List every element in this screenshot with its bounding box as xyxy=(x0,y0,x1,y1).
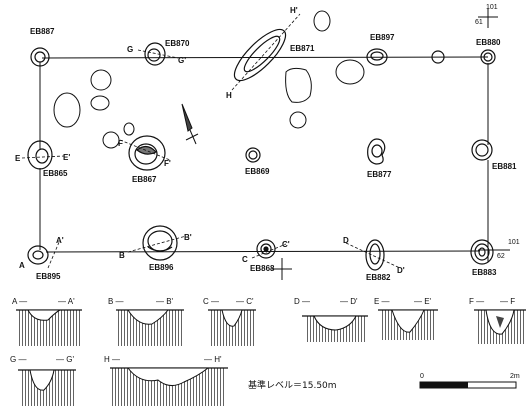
scale-end: 2m xyxy=(510,373,520,380)
pit-eb871 xyxy=(233,28,287,82)
section-d-end: — D' xyxy=(340,297,358,306)
pit-eb870 xyxy=(144,42,166,66)
label-eb897: EB897 xyxy=(370,33,395,42)
marker-d: D xyxy=(343,236,349,245)
pit-eb895 xyxy=(27,245,49,265)
artifact-blade xyxy=(181,103,199,145)
pit-eb883 xyxy=(470,239,494,265)
cross-sections-row2: G — — G' H — — H' xyxy=(10,355,228,406)
scale-start: 0 xyxy=(420,373,424,380)
section-lines xyxy=(21,13,401,269)
section-a-label: A — xyxy=(12,297,27,306)
section-f: F — — F xyxy=(469,297,526,344)
pit-small xyxy=(431,50,445,64)
scale-bar: 0 2m xyxy=(419,373,520,389)
grid-reference-marks xyxy=(272,8,510,280)
section-e-end: — E' xyxy=(414,297,432,306)
section-b-end: — B' xyxy=(156,297,174,306)
unlabeled-pits xyxy=(53,10,365,149)
section-b-label: B — xyxy=(108,297,124,306)
grid-ref-top-row: 61 xyxy=(475,19,483,26)
label-eb887: EB887 xyxy=(30,27,55,36)
section-c-label: C — xyxy=(203,297,219,306)
pit-eb896 xyxy=(142,225,178,261)
grid-ref-top-col: 101 xyxy=(486,4,498,11)
section-d-label: D — xyxy=(294,297,310,306)
reference-level-note: 基準レベル＝15.50m xyxy=(248,379,337,391)
section-e-label: E — xyxy=(374,297,390,306)
section-g-label: G — xyxy=(10,355,26,364)
pit-eb887 xyxy=(30,47,50,67)
pits xyxy=(27,10,496,271)
pit-eb882 xyxy=(365,239,385,271)
marker-g-prime: G' xyxy=(178,56,186,65)
label-eb867: EB867 xyxy=(132,175,157,184)
marker-e-prime: E' xyxy=(63,153,70,162)
marker-b-prime: B' xyxy=(184,233,192,242)
section-a: A — — A' xyxy=(12,297,82,346)
building-outline xyxy=(39,56,489,253)
marker-c: C xyxy=(242,255,248,264)
pit-eb867 xyxy=(128,135,166,171)
grid-ref-bottom-row: 62 xyxy=(497,253,505,260)
marker-e: E xyxy=(15,154,21,163)
grid-reference-labels: 101 61 101 62 xyxy=(475,4,520,260)
pit-eb897 xyxy=(366,48,388,66)
section-g-end: — G' xyxy=(56,355,74,364)
section-a-end: — A' xyxy=(58,297,75,306)
pit-eb865 xyxy=(27,140,53,170)
section-h: H — — H' xyxy=(104,355,228,406)
label-eb865: EB865 xyxy=(43,169,68,178)
label-eb880: EB880 xyxy=(476,38,501,47)
pit-eb869 xyxy=(245,147,261,163)
marker-h: H xyxy=(226,91,232,100)
feature-labels: EB887 EB870 EB871 EB897 EB880 EB865 EB86… xyxy=(30,27,517,282)
section-h-end: — H' xyxy=(204,355,222,364)
section-f-end: — F xyxy=(500,297,515,306)
label-eb895: EB895 xyxy=(36,272,61,281)
grid-ref-bottom-col: 101 xyxy=(508,239,520,246)
section-b: B — — B' xyxy=(108,297,184,346)
cross-sections: A — — A' B — — B' C — — C' D — — D' xyxy=(12,297,526,346)
label-eb871: EB871 xyxy=(290,44,315,53)
label-eb896: EB896 xyxy=(149,263,174,272)
pit-eb881 xyxy=(471,139,493,161)
pit-eb868 xyxy=(256,239,276,259)
section-g: G — — G' xyxy=(10,355,76,406)
label-eb883: EB883 xyxy=(472,268,497,277)
label-eb868: EB868 xyxy=(250,264,275,273)
marker-h-prime: H' xyxy=(290,6,298,15)
section-markers: E E' G G' H H' F F' A A' B B' C C' D D' xyxy=(15,6,405,275)
label-eb869: EB869 xyxy=(245,167,270,176)
section-e: E — — E' xyxy=(374,297,438,340)
label-eb881: EB881 xyxy=(492,162,517,171)
marker-f-prime: F' xyxy=(164,159,171,168)
section-c: C — — C' xyxy=(203,297,256,346)
section-f-label: F — xyxy=(469,297,484,306)
marker-g: G xyxy=(127,45,133,54)
section-c-end: — C' xyxy=(236,297,254,306)
marker-c-prime: C' xyxy=(282,240,290,249)
pit-eb877 xyxy=(367,138,386,165)
label-eb877: EB877 xyxy=(367,170,392,179)
marker-a: A xyxy=(19,261,25,270)
label-eb870: EB870 xyxy=(165,39,190,48)
label-eb882: EB882 xyxy=(366,273,391,282)
pit-eb880 xyxy=(480,49,496,65)
section-d: D — — D' xyxy=(294,297,368,342)
marker-b: B xyxy=(119,251,125,260)
marker-d-prime: D' xyxy=(397,266,405,275)
marker-f: F xyxy=(118,139,123,148)
marker-a-prime: A' xyxy=(56,236,64,245)
section-h-label: H — xyxy=(104,355,120,364)
